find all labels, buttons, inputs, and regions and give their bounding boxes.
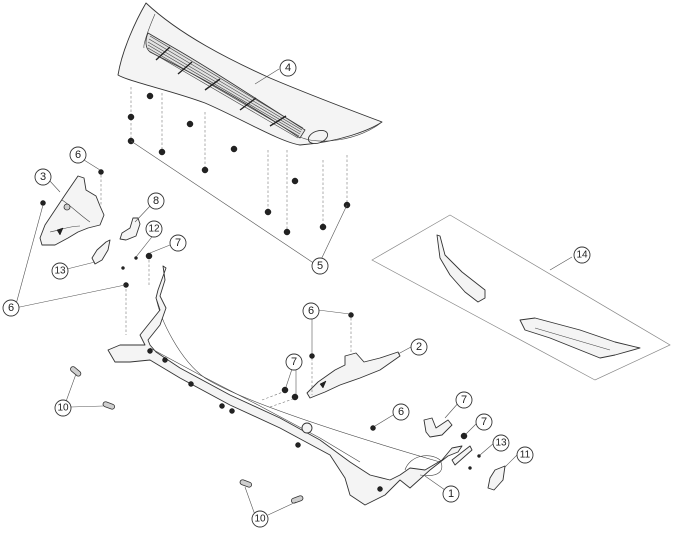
- svg-text:2: 2: [416, 341, 422, 353]
- svg-text:6: 6: [398, 406, 404, 418]
- cowl-frame: [107, 265, 463, 506]
- svg-text:12: 12: [148, 224, 160, 235]
- svg-text:13: 13: [54, 266, 66, 277]
- side-seal-kit: [371, 214, 671, 381]
- callout-9: 8: [147, 192, 165, 210]
- callout-10: 10: [251, 510, 269, 528]
- callout-8: 7: [455, 391, 473, 409]
- washer-hole: [301, 422, 313, 434]
- small-clip: [121, 266, 125, 270]
- svg-text:8: 8: [153, 195, 159, 207]
- left-bracket: [39, 175, 105, 246]
- svg-text:4: 4: [285, 62, 291, 74]
- callout-2: 2: [410, 338, 428, 356]
- svg-text:11: 11: [520, 450, 531, 461]
- washer-nozzle-opening: [307, 129, 329, 145]
- callout-12: 13: [51, 262, 69, 280]
- callout-5: 5: [311, 257, 329, 275]
- svg-text:7: 7: [175, 237, 181, 249]
- panel-clips: [127, 87, 351, 236]
- callout-6: 6: [69, 146, 87, 164]
- screws-left: [40, 169, 153, 335]
- svg-text:14: 14: [576, 250, 588, 261]
- left-clip-holder: [91, 239, 111, 265]
- callout-11: 11: [516, 446, 534, 464]
- callout-6: 6: [302, 302, 320, 320]
- svg-text:6: 6: [75, 149, 81, 161]
- grille-slats: [147, 35, 304, 139]
- callout-13: 12: [145, 220, 163, 238]
- left-small-bracket: [119, 217, 141, 241]
- right-small-bracket: [423, 417, 453, 438]
- svg-text:10: 10: [254, 514, 266, 525]
- svg-text:5: 5: [317, 260, 323, 272]
- svg-text:7: 7: [481, 416, 487, 428]
- leader-lines: [14, 68, 573, 516]
- callout-10: 10: [54, 399, 72, 417]
- right-small-parts: [451, 432, 506, 491]
- right-bracket: [306, 312, 401, 399]
- callout-1: 1: [442, 485, 460, 503]
- svg-text:3: 3: [40, 171, 46, 183]
- callout-14: 14: [573, 246, 591, 264]
- svg-text:13: 13: [495, 438, 507, 449]
- callout-7: 7: [169, 234, 187, 252]
- seal-plugs: [70, 366, 304, 504]
- svg-text:7: 7: [291, 356, 297, 368]
- svg-text:10: 10: [57, 403, 69, 414]
- svg-text:1: 1: [448, 488, 454, 500]
- callout-3: 3: [34, 168, 52, 186]
- small-clip: [134, 256, 138, 260]
- callout-13: 13: [492, 434, 510, 452]
- nuts-middle: [261, 386, 299, 408]
- right-clip-holder: [487, 465, 506, 491]
- screw: [370, 425, 376, 431]
- callout-6: 6: [392, 403, 410, 421]
- svg-text:6: 6: [8, 302, 14, 314]
- callout-4: 4: [279, 59, 297, 77]
- callout-6: 6: [2, 299, 20, 317]
- svg-text:6: 6: [308, 305, 314, 317]
- cowl-top-panel: [117, 2, 383, 146]
- callout-7: 7: [475, 413, 493, 431]
- callout-7: 7: [285, 353, 303, 371]
- svg-text:7: 7: [461, 394, 467, 406]
